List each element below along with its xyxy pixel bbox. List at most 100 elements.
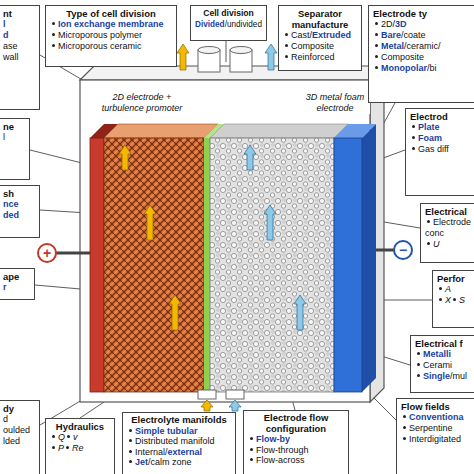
callout-item: Interdigitated [409,434,461,444]
callout-heading-row: Type of cell division [50,8,172,19]
flow-arrow [119,145,131,170]
callout-box: PerforAXS [432,270,474,328]
negative-terminal [394,241,412,259]
callout-item: d [3,30,9,40]
callout-item-row: Metalli [415,349,474,360]
text-run: Electrolyte manifolds [131,415,226,426]
callout-heading: sh [3,188,14,199]
text-run: nt [3,8,12,19]
text-run: Foam [410,133,442,144]
text-run: Serpentine [401,423,453,434]
bullet-dot [52,446,55,449]
text-run: l [3,132,5,143]
callout-item-row: Composite [373,52,474,63]
callout-item: Composite [381,52,424,62]
terminal-sign: + [38,244,56,262]
flow-arrow [177,44,189,70]
text-run: Electrical f [415,338,463,349]
callout-heading: Perfor [437,273,465,284]
callout-item: Monopolar [381,63,427,73]
text-run: Flow fields [401,401,450,412]
callout-item: /calm zone [148,457,192,467]
inlet-pipe [198,390,216,399]
callout-heading: Flow fields [401,401,450,412]
callout-heading-row: Electrode ty [373,8,474,19]
text-run: Composite [373,52,424,63]
callout-item-row: ded [3,210,35,221]
callout-item-row: l [3,132,25,143]
callout-item: wall [3,52,19,62]
callout-item: 3D [395,19,407,29]
callout-box: Electrode ty2D/3DBare/coateMetal/ceramic… [368,5,474,103]
callout-item-row: Electrode [425,217,474,228]
callout-item-row: r [3,282,30,293]
text-run: d [3,30,9,41]
callout-item: oulded [3,425,30,435]
bullet-dot [403,426,406,429]
callout-item-row: Monopolar/bi [373,63,474,74]
callout-item-row: Foam [410,133,474,144]
end-plate [90,138,104,392]
bullet-dot [375,33,378,36]
leader-line [384,222,420,228]
flow-arrow [264,205,276,240]
callout-heading: Cell division [203,8,254,18]
callout-item-row: d [3,414,35,425]
text-run: Electrode [425,217,471,228]
callout-item: l [3,132,5,142]
callout-item-row: 2D/3D [373,19,474,30]
callout-item-row: Interdigitated [401,434,474,445]
callout-item: /coate [401,30,426,40]
text-run: nce [3,199,19,210]
callout-item: 2D/ [381,19,395,29]
callout-item: P [58,443,64,453]
callout-item-row: Reinforced [283,52,357,63]
positive-terminal [38,244,56,262]
text-run: Microporous polymer [50,30,142,41]
callout-item-row: Bare/coate [373,30,474,41]
callout-item-row: Ion exchange membrane [50,19,172,30]
bullet-dot [417,363,420,366]
callout-item-row: Conventiona [401,412,474,423]
callout-item: Q [58,432,65,442]
callout-item: Jet [135,457,148,467]
callout-box: Electrode flow configurationFlow-byFlow-… [243,410,349,474]
text-run: Type of cell division [66,8,156,19]
flow-arrow [229,400,241,411]
bullet-dot [52,435,55,438]
text-run: 2D/3D [373,19,407,30]
callout-item-row: Distributed manifold [127,436,231,447]
bullet-dot [285,44,288,47]
text-run: Bare/coate [373,30,426,41]
bullet-dot [427,242,430,245]
text-run: ne [3,121,14,132]
callout-item: Electrode [433,217,471,227]
callout-heading-row: ne [3,121,25,132]
callout-item-row: l [3,19,35,30]
callout-item-row: Microporous ceramic [50,41,172,52]
callout-item: U [433,239,440,249]
callout-item-row: Jet/calm zone [127,457,231,468]
callout-box: HydraulicsQvPRe [45,418,115,474]
callout-item: Metalli [423,349,451,359]
bullet-dot [129,429,132,432]
callout-item-row: ase [3,41,35,52]
callout-item-row: Cerami [415,360,474,371]
inlet-pipe [226,390,244,399]
callout-heading: nt [3,8,12,19]
callout-item-row: Metal/ceramic/ [373,41,474,52]
callout-heading: Electrode flow configuration [264,412,329,434]
bullet-dot [375,66,378,69]
text-run: U [425,239,440,250]
bullet-dot [412,125,415,128]
text-run: Jet/calm zone [127,457,192,468]
callout-heading: ne [3,121,14,132]
callout-item: /bi [427,63,437,73]
callout-heading-row: ape [3,271,30,282]
bullet-dot [129,460,132,463]
text-run: Cell division [203,8,254,19]
bullet-dot [453,298,456,301]
callout-item: Flow-by [256,434,290,444]
text-run: XS [437,295,465,306]
callout-item: Internal/ [135,447,168,457]
